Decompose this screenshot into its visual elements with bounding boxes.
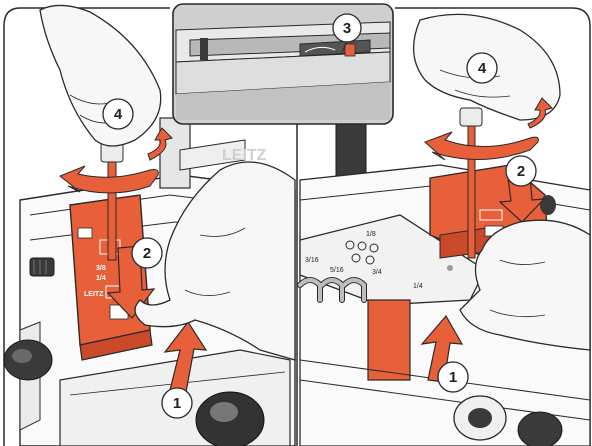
svg-text:3: 3 — [343, 20, 351, 37]
svg-text:2: 2 — [143, 245, 151, 262]
plate-label-1-8: 1/8 — [366, 231, 376, 238]
right-step-1-callout: 1 — [438, 362, 468, 392]
left-side-knob — [30, 258, 54, 276]
left-step-4-callout: 4 — [103, 99, 133, 129]
right-step-4-callout: 4 — [467, 53, 497, 83]
svg-text:4: 4 — [478, 60, 487, 77]
svg-text:4: 4 — [114, 106, 123, 123]
svg-text:LEITZ: LEITZ — [222, 147, 267, 164]
right-step-2-callout: 2 — [506, 156, 536, 186]
left-bracket-logo: LEITZ — [84, 291, 104, 298]
plate-label-3-16: 3/16 — [305, 257, 319, 264]
plate-label-3-4: 3/4 — [372, 269, 382, 276]
right-bottom-knob — [454, 396, 506, 440]
left-step-2-callout: 2 — [132, 238, 162, 268]
svg-text:1: 1 — [449, 369, 457, 386]
svg-text:1: 1 — [173, 395, 181, 412]
right-bottom-knob-2 — [518, 412, 562, 446]
plate-label-5-16: 5/16 — [330, 267, 344, 274]
left-bracket-label-3-8: 3/8 — [96, 265, 106, 272]
left-bottom-knob — [4, 340, 52, 380]
left-front-knob — [196, 392, 264, 446]
left-bracket-label-1-4: 1/4 — [96, 275, 106, 282]
plate-label-1-4: 1/4 — [413, 283, 423, 290]
svg-text:2: 2 — [517, 163, 525, 180]
inset-detail: 3 — [173, 4, 393, 124]
left-top-hand — [40, 5, 161, 146]
left-step-1-callout: 1 — [162, 388, 192, 418]
